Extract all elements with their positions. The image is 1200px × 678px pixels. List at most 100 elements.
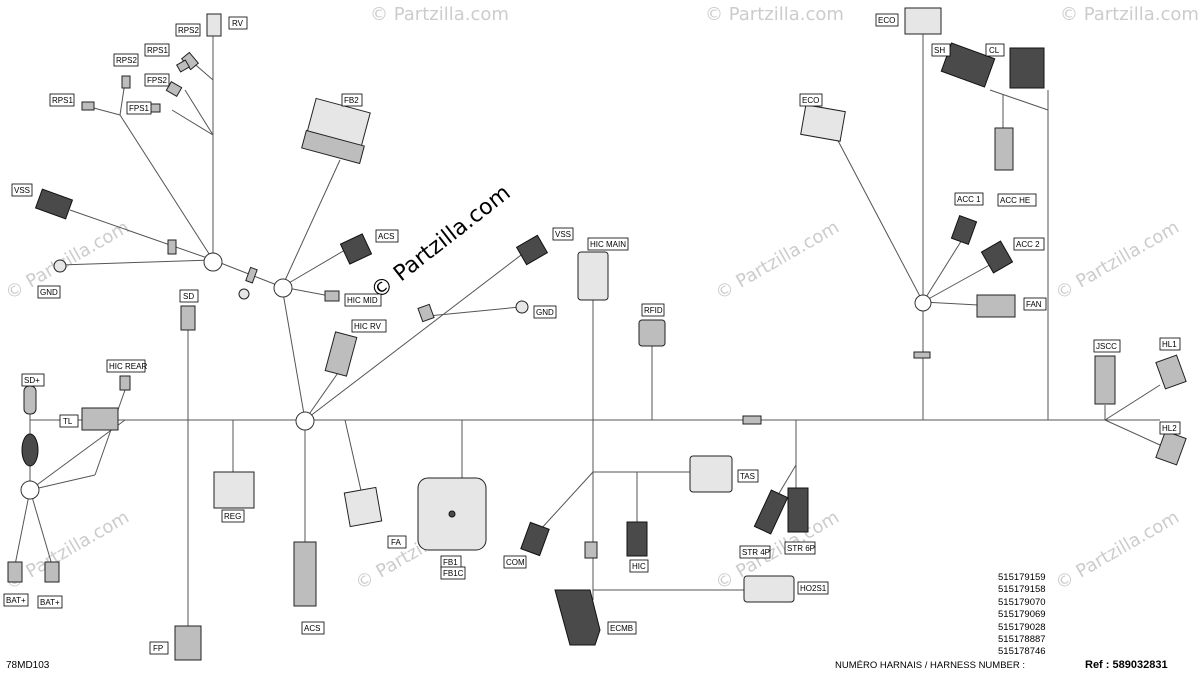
wire [922,301,979,306]
wire [344,419,363,496]
vss-connector-icon [34,188,74,220]
wire [281,286,306,421]
wire [29,419,126,491]
wire [539,471,594,531]
inline-splice-icon [913,351,931,359]
gnd-ring-terminal-icon [515,300,529,314]
harness-number: 515179158 [998,584,1046,596]
reference-number: Ref : 589032831 [1085,659,1168,671]
label-hic: HIC [632,562,646,571]
rps1-connector-icon [81,101,95,111]
drawing-id: 78MD103 [6,660,50,671]
wire [989,89,1049,111]
label-acc2: ACC 2 [1016,240,1040,249]
hic-rv-connector-icon [324,331,358,377]
hl2-connector-icon [1155,430,1187,466]
inline-fuse-icon [584,541,598,559]
labels: RV RPS2 RPS1 RPS2 FPS2 RPS1 FPS1 FB2 VSS… [3,13,1181,655]
wire [922,261,996,303]
inline-fuse-icon [742,415,762,425]
harness-number: 515179070 [998,596,1046,608]
label-fb1c: FB1C [443,569,464,578]
reg-connector-icon [213,471,255,509]
vss-connector-icon [515,234,549,266]
harness-number: 515178746 [998,646,1046,658]
wire [427,306,521,317]
wire [212,259,283,288]
label-hic-mid: HIC MID [347,296,378,305]
rps1-connector-icon [175,59,191,73]
rv-connector-icon [206,13,222,37]
wire [922,234,966,303]
watermark: © Partzilla.com [2,217,133,305]
fp-connector-icon [174,625,202,661]
label-fp: FP [153,644,163,653]
label-rfid: RFID [644,306,663,315]
acs-connector-icon [293,541,317,607]
wire [29,489,53,566]
cl-connector-icon [1009,47,1045,89]
label-reg: REG [224,512,241,521]
label-bat-plus: BAT+ [40,598,60,607]
label-fan: FAN [1026,300,1042,309]
rfid-connector-icon [638,319,666,347]
label-hic-rear: HIC REAR [109,362,147,371]
connectors [7,7,1187,661]
label-hic-rv: HIC RV [354,322,382,331]
label-fa: FA [391,538,401,547]
junction-node [914,294,932,312]
hic-connector-icon [626,521,648,557]
label-str6p: STR 6P [787,544,815,553]
label-acs: ACS [304,624,320,633]
junction-node [273,278,293,298]
label-rps1: RPS1 [147,46,168,55]
watermark: © Partzilla.com [370,4,509,25]
fan-connector-icon [976,294,1016,318]
wire [171,109,214,136]
label-gnd: GND [40,288,58,297]
label-rps2: RPS2 [178,26,199,35]
watermark: © Partzilla.com [1052,507,1183,595]
acc2-connector-icon [980,240,1014,274]
junction-node [295,411,315,431]
label-vss: VSS [14,186,30,195]
bat-plus-terminal-icon [7,561,23,583]
gnd-ring-terminal-icon [53,259,67,273]
harness-number: 515179028 [998,621,1046,633]
label-eco: ECO [802,96,819,105]
wire [119,114,214,261]
wire [184,89,214,136]
fuse-holder-icon [21,433,39,467]
label-acc1: ACC 1 [957,195,981,204]
label-acc-he: ACC HE [1000,196,1030,205]
watermark: © Partzilla.com [1060,4,1199,25]
wire [281,249,346,288]
jscc-connector-icon [1094,355,1116,405]
wire [94,389,126,476]
label-hic-main: HIC MAIN [590,240,626,249]
label-fb2: FB2 [344,96,359,105]
watermark: © Partzilla.com [1052,217,1183,305]
label-bat-plus: BAT+ [6,596,26,605]
harness-number: 515178887 [998,634,1046,646]
junctions [20,252,932,500]
junction-node [20,480,40,500]
label-sd-plus: SD+ [24,376,40,385]
label-sh: SH [934,46,945,55]
label-vss: VSS [555,230,571,239]
label-rv: RV [232,19,244,28]
sensor-icon [167,239,177,255]
label-jscc: JSCC [1096,342,1117,351]
wire [59,259,214,266]
ecmb-connector-icon [554,589,601,646]
watermark: © Partzilla.com [705,4,844,25]
wire [834,134,924,303]
label-cl: CL [989,46,1000,55]
ring-terminal-icon [238,288,250,300]
label-rps1: RPS1 [52,96,73,105]
label-fb1: FB1 [443,558,458,567]
wire [304,251,526,421]
label-rps2: RPS2 [116,56,137,65]
str4p-connector-icon [753,489,789,535]
